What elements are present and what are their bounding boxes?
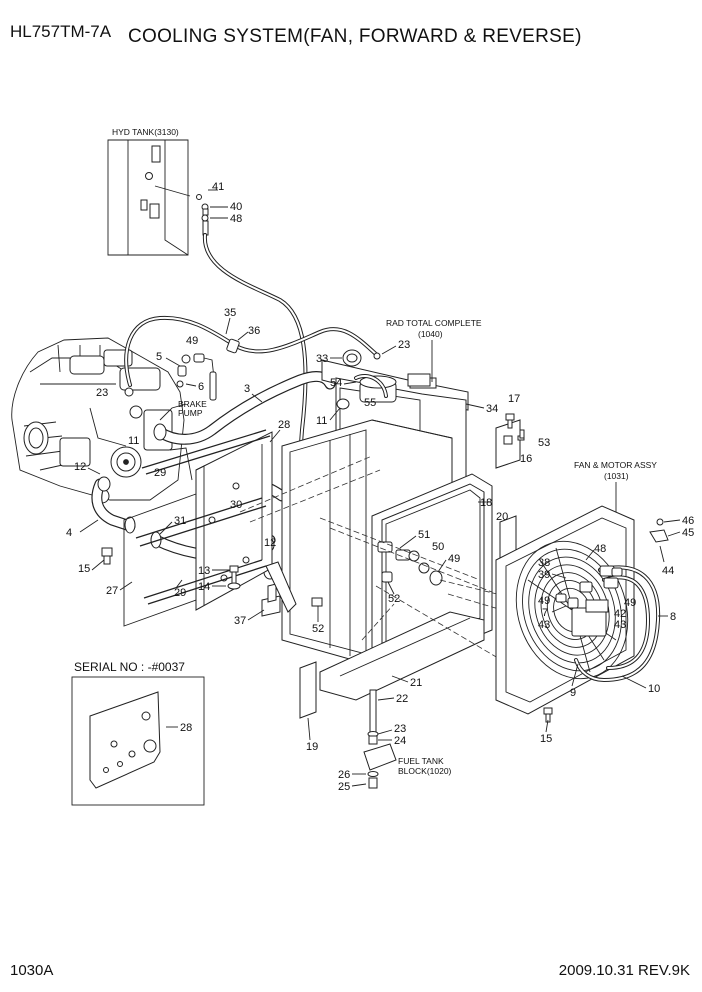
fan-motor-caption-1: FAN & MOTOR ASSY bbox=[574, 460, 657, 470]
fuel-tank-caption-2: BLOCK(1020) bbox=[398, 766, 452, 776]
callout-35: 35 bbox=[224, 307, 236, 319]
callout-8: 8 bbox=[670, 611, 676, 623]
callout-50: 50 bbox=[432, 541, 444, 553]
callout-40: 40 bbox=[230, 201, 242, 213]
callout-10: 10 bbox=[648, 683, 660, 695]
date-revision: 2009.10.31 REV.9K bbox=[558, 962, 690, 979]
hyd-tank-caption: HYD TANK(3130) bbox=[112, 127, 179, 137]
callout-39: 39 bbox=[538, 569, 550, 581]
callout-19: 19 bbox=[306, 741, 318, 753]
callout-17: 17 bbox=[508, 393, 520, 405]
callout-15-left: 15 bbox=[78, 563, 90, 575]
callout-5: 5 bbox=[156, 351, 162, 363]
callout-55: 55 bbox=[364, 397, 376, 409]
callout-11-mid: 11 bbox=[316, 415, 327, 427]
callout-13: 13 bbox=[198, 565, 210, 577]
callout-42: 42 bbox=[614, 608, 626, 620]
radiator bbox=[265, 359, 525, 719]
callout-54: 54 bbox=[330, 377, 342, 389]
brake-pump-caption-2: PUMP bbox=[178, 408, 203, 418]
callout-31: 31 bbox=[174, 515, 186, 527]
callout-49-top: 49 bbox=[186, 335, 198, 347]
serial-detail-callout-28: 28 bbox=[180, 722, 192, 734]
callout-20: 20 bbox=[496, 511, 508, 523]
callout-3: 3 bbox=[244, 383, 250, 395]
callout-45: 45 bbox=[682, 527, 694, 539]
callout-11-engine: 11 bbox=[128, 435, 139, 447]
callout-36: 36 bbox=[248, 325, 260, 337]
model-number: HL757TM-7A bbox=[10, 22, 112, 41]
callout-18: 18 bbox=[480, 497, 492, 509]
callout-27: 27 bbox=[106, 585, 118, 597]
fan-motor-caption-2: (1031) bbox=[604, 471, 629, 481]
callout-43-right: 43 bbox=[614, 619, 626, 631]
callout-48: 48 bbox=[230, 213, 242, 225]
callout-34: 34 bbox=[486, 403, 498, 415]
callout-49-mid: 49 bbox=[448, 553, 460, 565]
callout-6: 6 bbox=[198, 381, 204, 393]
callout-4: 4 bbox=[66, 527, 72, 539]
hyd-tank-detail: HYD TANK(3130) bbox=[107, 127, 191, 256]
callout-23-top: 23 bbox=[398, 339, 410, 351]
page-title: COOLING SYSTEM(FAN, FORWARD & REVERSE) bbox=[128, 26, 582, 47]
callout-labels: 41 40 48 35 36 49 5 6 23 33 23 54 3 11 5… bbox=[66, 181, 694, 793]
brake-pump-caption-1: BRAKE bbox=[178, 399, 207, 409]
callout-16: 16 bbox=[520, 453, 532, 465]
callout-52-low: 52 bbox=[312, 623, 324, 635]
callout-44: 44 bbox=[662, 565, 674, 577]
serial-detail-box: SERIAL NO : -#0037 28 bbox=[71, 660, 205, 806]
callout-12-left: 12 bbox=[74, 461, 86, 473]
callout-25: 25 bbox=[338, 781, 350, 793]
callout-38: 38 bbox=[538, 557, 550, 569]
callout-26: 26 bbox=[338, 769, 350, 781]
callout-51: 51 bbox=[418, 529, 430, 541]
callout-12-mid: 12 bbox=[264, 537, 276, 549]
fan-motor-assembly bbox=[495, 505, 669, 723]
page-code: 1030A bbox=[10, 962, 54, 979]
callout-41: 41 bbox=[212, 181, 224, 193]
callout-15-right: 15 bbox=[540, 733, 552, 745]
callout-49-far: 49 bbox=[624, 597, 636, 609]
callout-23-low: 23 bbox=[394, 723, 406, 735]
callout-46: 46 bbox=[682, 515, 694, 527]
callout-49-right: 49 bbox=[538, 595, 550, 607]
callout-30: 30 bbox=[230, 499, 242, 511]
callout-29-lower: 29 bbox=[174, 587, 186, 599]
callout-37: 37 bbox=[234, 615, 246, 627]
serial-caption: SERIAL NO : -#0037 bbox=[74, 660, 185, 674]
callout-23-left: 23 bbox=[96, 387, 108, 399]
callout-21: 21 bbox=[410, 677, 422, 689]
callout-29-upper: 29 bbox=[154, 467, 166, 479]
callout-22: 22 bbox=[396, 693, 408, 705]
callout-48-right: 48 bbox=[594, 543, 606, 555]
callout-28-top: 28 bbox=[278, 419, 290, 431]
callout-9: 9 bbox=[570, 687, 576, 699]
callout-52-mid: 52 bbox=[388, 593, 400, 605]
callout-14: 14 bbox=[198, 581, 210, 593]
fitting-group-41-48 bbox=[196, 189, 228, 236]
callout-33: 33 bbox=[316, 353, 328, 365]
callout-7: 7 bbox=[542, 607, 548, 619]
fuel-tank-caption-1: FUEL TANK bbox=[398, 756, 444, 766]
callout-24: 24 bbox=[394, 735, 406, 747]
callout-43-left: 43 bbox=[538, 619, 550, 631]
rad-total-caption-2: (1040) bbox=[418, 329, 443, 339]
rad-total-caption-1: RAD TOTAL COMPLETE bbox=[386, 318, 482, 328]
fuel-tank-block bbox=[363, 689, 397, 789]
callout-53: 53 bbox=[538, 437, 550, 449]
